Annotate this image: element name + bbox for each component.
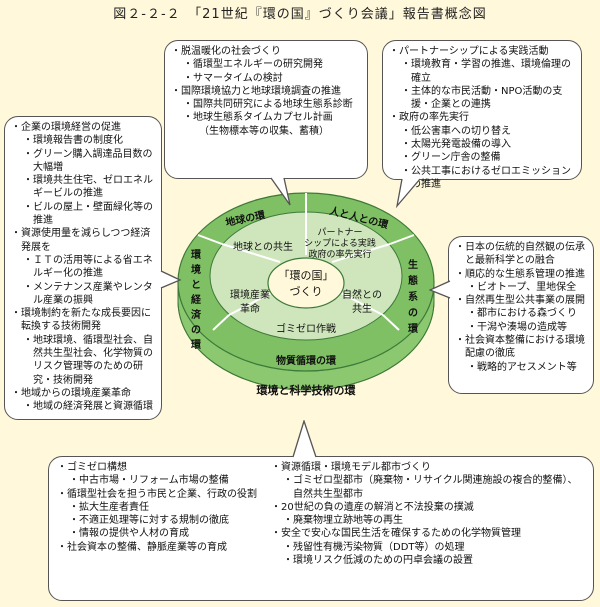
- tail-bottom: [292, 420, 317, 458]
- center-ellipse: [267, 257, 345, 309]
- inner-partner-3: 政府の率先実行: [308, 248, 371, 260]
- box-right: 日本の伝統的自然観の伝承と最新科学との融合順応的な生態系管理の推進ビオトープ、里…: [448, 236, 594, 394]
- list-item: 循環型社会を担う市民と企業、行政の役割: [57, 488, 257, 501]
- list-item: 主体的な市民活動・NPO活動の支援・企業との連携: [389, 85, 575, 112]
- list-item: （生物標本等の収集、蓄積）: [199, 125, 329, 137]
- inner-partner-2: シップによる実践: [304, 237, 376, 249]
- list-item: 地球環境、循環型社会、自然共生型社会、化学物質のリスク管理等のための研究・技術開…: [11, 334, 155, 387]
- list-item: 企業の環境経営の促進: [11, 121, 155, 134]
- list-item: ビルの屋上・壁面緑化等の推進: [11, 201, 155, 228]
- list-item: 残留性有機汚染物質（DDT等）の処理: [271, 541, 585, 554]
- list-item: ゴミゼロ型都市（廃棄物・リサイクル関連施設の複合的整備）、自然共生型都市: [271, 474, 585, 501]
- list-item: ビオトープ、里地保全: [455, 281, 587, 294]
- list-item: 環境教育・学習の推進、環境倫理の確立: [389, 58, 575, 85]
- list-item: 拡大生産者責任: [57, 501, 257, 514]
- inner-zero-waste: ゴミゼロ作戦: [276, 322, 336, 335]
- ring-vertical-label: 生態系の環: [408, 258, 419, 335]
- list-item: 環境制約を新たな成長要因に転換する技術開発: [11, 307, 155, 334]
- figure-title: 図２-２-２ 「21世紀『環の国』づくり会議」報告書概念図: [113, 7, 487, 22]
- list-item: 社会資本整備における環境配慮の徹底: [455, 334, 587, 361]
- list-item: 環境共生住宅、ゼロエネルギービルの推進: [11, 174, 155, 201]
- list-item: 太陽光発電設備の導入: [389, 138, 575, 151]
- list-item: メンテナンス産業やレンタル産業の振興: [11, 281, 155, 308]
- ring-material: 物質循環の環: [276, 354, 337, 367]
- tail-left: [160, 270, 182, 289]
- list-item: 情報の提供や人材の育成: [57, 527, 257, 540]
- list-item: ＩＴの活用等による省エネルギー化の推進: [11, 254, 155, 281]
- center-line-2: づくり: [290, 285, 323, 298]
- list-item: 資源循環・環境モデル都市づくり: [271, 461, 585, 474]
- list-item: パートナーシップによる実践活動: [389, 45, 575, 58]
- ring-economy: 環境と経済の環: [191, 249, 202, 351]
- inner-industry-2: 革命: [240, 302, 260, 315]
- list-item: 政府の率先実行: [389, 111, 575, 124]
- list-item: 環境リスク低減のための円卓会議の設置: [271, 554, 585, 567]
- box-top: 脱温暖化の社会づくり循環型エネルギーの研究開発サマータイムの検討国際環境協力と地…: [164, 40, 368, 179]
- box-bottom: ゴミゼロ構想中古市場・リフォーム市場の整備循環型社会を担う市民と企業、行政の役割…: [48, 456, 594, 601]
- list-item: 環境報告書の制度化: [11, 134, 155, 147]
- inner-nature-2: 共生: [352, 302, 372, 315]
- list-item: ゴミゼロ構想: [57, 461, 257, 474]
- list-item: 日本の伝統的自然観の伝承と最新科学との融合: [455, 241, 587, 268]
- list-item: 公共工事におけるゼロエミッションの推進: [389, 165, 575, 192]
- box-left: 企業の環境経営の促進環境報告書の制度化グリーン購入調達品目数の大幅増環境共生住宅…: [4, 116, 162, 420]
- inner-earth: 地球との共生: [233, 240, 293, 253]
- tail-top: [270, 177, 291, 206]
- list-item: 自然再生型公共事業の展開: [455, 294, 587, 307]
- list-item: 順応的な生態系管理の推進: [455, 268, 587, 281]
- center-line-1: 「環の国」: [279, 269, 334, 282]
- tail-right: [429, 280, 451, 299]
- list-item: サマータイムの検討: [171, 72, 361, 85]
- tail-top-right: [396, 178, 421, 208]
- inner-nature-1: 自然との: [342, 288, 382, 301]
- list-item: 国際共同研究による地球生態系診断: [171, 98, 361, 111]
- list-item: 干潟や湊場の造成等: [455, 321, 587, 334]
- list-item: 廃棄物埋立跡地等の再生: [271, 514, 585, 527]
- list-item: 循環型エネルギーの研究開発: [171, 58, 361, 71]
- box-top-right: パートナーシップによる実践活動環境教育・学習の推進、環境倫理の確立主体的な市民活…: [382, 40, 582, 190]
- list-item: 20世紀の負の遺産の解消と不法投棄の撲滅: [271, 501, 585, 514]
- inner-industry-1: 環境産業: [230, 288, 270, 301]
- list-item: グリーン購入調達品目数の大幅増: [11, 148, 155, 175]
- list-item: 都市における森づくり: [455, 307, 587, 320]
- list-item: 地域の経済発展と資源循環: [11, 400, 155, 413]
- list-item: 地球生態系タイムカプセル計画: [171, 111, 361, 124]
- ring-vertical-label: 環境と経済の環: [191, 249, 202, 351]
- list-item: 低公害車への切り替え: [389, 125, 575, 138]
- list-item: 戦略的アセスメント等: [455, 361, 587, 374]
- ring-ecosystem: 生態系の環: [408, 258, 419, 335]
- ring-dividers: [197, 193, 415, 331]
- list-item: 社会資本の整備、静脈産業等の育成: [57, 541, 257, 554]
- ring-outer: 環境と科学技術の環: [257, 383, 357, 397]
- list-item: 資源使用量を減らしつつ経済発展を: [11, 227, 155, 254]
- list-item: グリーン庁舎の整備: [389, 151, 575, 164]
- sector-dividers: [221, 212, 391, 316]
- list-item: 安全で安心な国民生活を確保するための化学物質管理: [271, 527, 585, 540]
- list-item: 不適正処理等に対する規制の徹底: [57, 514, 257, 527]
- list-item: 中古市場・リフォーム市場の整備: [57, 474, 257, 487]
- inner-partner-1: パートナー: [317, 227, 362, 238]
- list-item: 脱温暖化の社会づくり: [171, 45, 361, 58]
- list-item: 国際環境協力と地球環境調査の推進: [171, 85, 361, 98]
- list-item: 地域からの環境産業革命: [11, 387, 155, 400]
